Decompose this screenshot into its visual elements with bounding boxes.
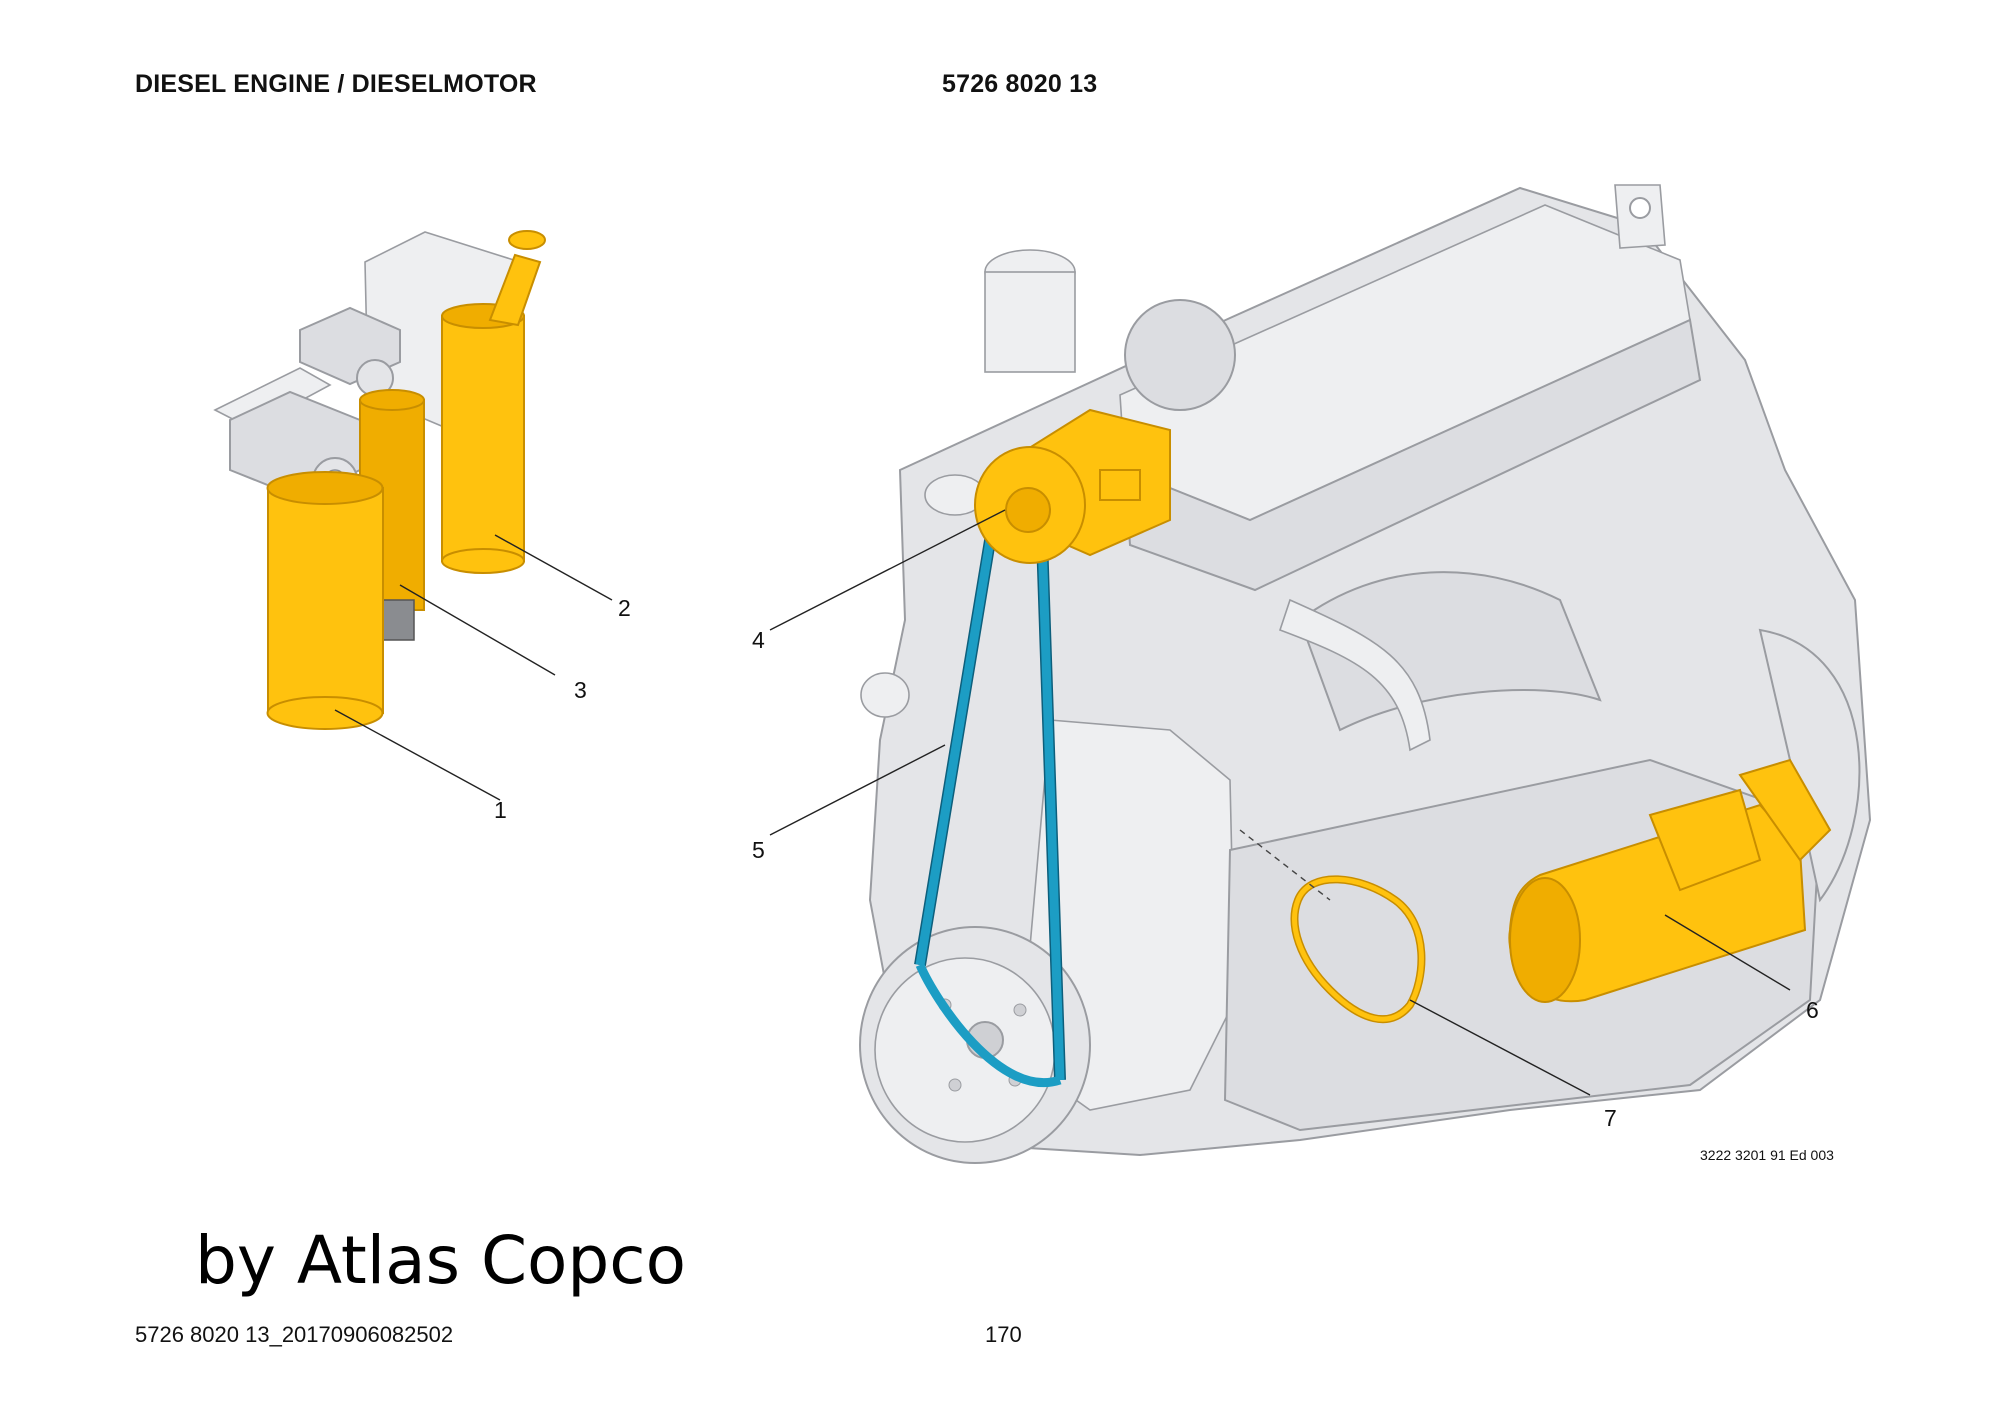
leader-lines <box>334 509 1791 1096</box>
filter-2-handle-cap <box>508 230 546 250</box>
filter-3-drain <box>381 599 415 641</box>
belt-strands <box>915 477 1065 1081</box>
part-3-fuel-filter <box>359 389 425 641</box>
starter-end-cap <box>1509 877 1581 1003</box>
leader-1 <box>334 709 501 801</box>
part-5-drive-belt <box>914 467 1066 1087</box>
filter-2-handle <box>488 253 542 327</box>
turbocharger <box>1124 299 1236 411</box>
valve-cover-side <box>1123 318 1702 592</box>
page-number: 170 <box>985 1322 1022 1347</box>
part-4-alternator <box>974 408 1171 564</box>
callout-3: 3 <box>574 677 587 703</box>
leader-4 <box>769 509 1006 631</box>
pulley-bolt-3 <box>948 1078 962 1092</box>
filter-2-bottom <box>441 548 525 574</box>
flywheel-housing <box>1758 628 1861 903</box>
gasket-mount-line <box>1239 829 1331 901</box>
part-2-water-separator <box>441 230 546 574</box>
part-7-gasket <box>1239 829 1426 1024</box>
page-title: DIESEL ENGINE / DIESELMOTOR <box>135 70 537 98</box>
part-6-starter-motor <box>1508 758 1832 1003</box>
pulley-bolt-2 <box>1013 1003 1027 1017</box>
filter-1-top <box>266 471 384 505</box>
watermark: by Atlas Copco <box>195 1222 686 1299</box>
callout-numbers: 1 2 3 4 5 6 7 <box>494 595 1819 1131</box>
edition-reference: 3222 3201 91 Ed 003 <box>1700 1147 1834 1163</box>
callout-1: 1 <box>494 797 507 823</box>
gasket-ring-inner <box>1292 876 1424 1022</box>
starter-drive-flange <box>1738 758 1832 862</box>
leader-3 <box>399 584 556 676</box>
callout-4: 4 <box>752 627 765 653</box>
leader-7 <box>1409 999 1591 1096</box>
document-number: 5726 8020 13 <box>942 70 1098 98</box>
leader-5 <box>769 744 946 836</box>
filter-1-body <box>267 487 384 714</box>
leader-2 <box>494 534 613 601</box>
callout-5: 5 <box>752 837 765 863</box>
water-pump-outlet <box>860 672 910 718</box>
alternator-pulley <box>1005 487 1051 533</box>
part-1-oil-filter <box>266 471 384 730</box>
callout-7: 7 <box>1604 1105 1617 1131</box>
filter-2-body <box>441 315 525 562</box>
lifting-eye-hole <box>1629 197 1651 219</box>
crankshaft-pulley-face <box>874 957 1056 1143</box>
leader-6 <box>1664 914 1791 991</box>
belt-lower-wrap <box>915 963 1062 1087</box>
footer-filename: 5726 8020 13_20170906082502 <box>135 1322 454 1347</box>
coolant-pipe <box>1278 598 1431 752</box>
air-intake-pipe <box>984 271 1076 373</box>
callout-2: 2 <box>618 595 631 621</box>
filter-3-top <box>359 389 425 411</box>
filter-assembly <box>213 230 546 730</box>
callout-6: 6 <box>1806 997 1819 1023</box>
filter-1-bottom <box>266 696 384 730</box>
starter-solenoid <box>1648 788 1762 892</box>
alternator-terminal <box>1099 469 1141 501</box>
